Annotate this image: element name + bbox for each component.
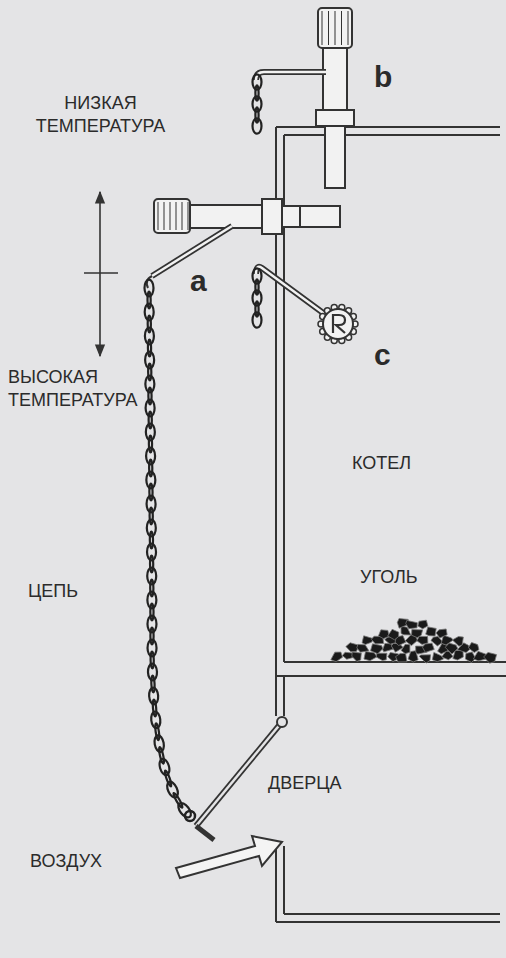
chain bbox=[144, 74, 261, 821]
grate bbox=[276, 662, 506, 676]
range-label: ВЫСОКАЯ ТЕМПЕРАТУРА bbox=[8, 366, 144, 411]
part-label: ЦЕПЬ bbox=[28, 580, 78, 603]
regulator-b bbox=[256, 8, 354, 188]
range-label: НИЗКАЯ ТЕМПЕРАТУРА bbox=[18, 92, 183, 137]
ash-chamber-wall bbox=[276, 670, 284, 716]
ash-chamber-wall-lower bbox=[276, 846, 284, 922]
callout-letter: a bbox=[190, 262, 207, 300]
part-label: КОТЕЛ bbox=[352, 452, 411, 475]
regulator-a bbox=[147, 199, 340, 288]
part-label: ВОЗДУХ bbox=[30, 850, 102, 873]
callout-letter: c bbox=[374, 336, 391, 374]
part-label: УГОЛЬ bbox=[360, 566, 418, 589]
range-arrow bbox=[84, 192, 118, 356]
callout-letter: b bbox=[374, 58, 392, 96]
part-label: ДВЕРЦА bbox=[268, 772, 342, 795]
coal-pile bbox=[331, 619, 497, 664]
regulator-c bbox=[256, 267, 358, 344]
boiler-bottom bbox=[276, 914, 500, 922]
boiler-top-wall bbox=[276, 127, 500, 135]
air-arrow bbox=[176, 836, 282, 878]
